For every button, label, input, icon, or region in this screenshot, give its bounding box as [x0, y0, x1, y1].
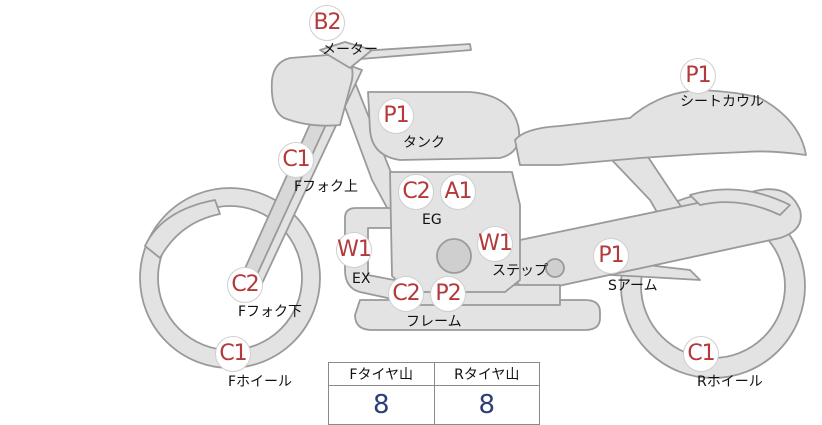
seat-cowl-label: シートカウル	[680, 94, 764, 110]
meter-label: メーター	[322, 42, 378, 58]
front-wheel-label: Fホイール	[228, 374, 293, 390]
rear-wheel-code-marker: C1	[683, 336, 719, 372]
swing-arm-code-marker: P1	[593, 238, 629, 274]
meter-shape	[319, 41, 373, 69]
exhaust-code: W1	[337, 237, 372, 262]
meter-code-marker: B2	[309, 5, 345, 41]
exhaust-code-marker: W1	[336, 232, 372, 268]
frame-code-1: C2	[392, 281, 420, 306]
frame-code-marker-1: C2	[388, 276, 424, 312]
tank-code-marker: P1	[378, 98, 414, 134]
seat-cowl-code-marker: P1	[680, 58, 716, 94]
step-code-marker: W1	[477, 226, 513, 262]
exhaust-label: EX	[352, 271, 371, 287]
front-wheel-code-marker: C1	[215, 336, 251, 372]
seat-cowl-code: P1	[685, 63, 711, 88]
engine-code-2: A1	[444, 179, 472, 204]
fork-lower-code-marker: C2	[227, 267, 263, 303]
swing-arm-label: Sアーム	[608, 278, 658, 294]
engine-code-marker-1: C2	[398, 174, 434, 210]
engine-label: EG	[422, 212, 442, 228]
rear-wheel-label: Rホイール	[697, 374, 763, 390]
front-tread-value: 8	[328, 385, 435, 425]
swing-arm-code: P1	[598, 243, 624, 268]
frame-code-marker-2: P2	[430, 276, 466, 312]
tank-code: P1	[383, 103, 409, 128]
engine-code-marker-2: A1	[440, 174, 476, 210]
fork-upper-code: C1	[282, 147, 310, 172]
frame-code-2: P2	[435, 281, 461, 306]
engine-code-1: C2	[402, 179, 430, 204]
step-code: W1	[478, 231, 513, 256]
fork-upper-label: Fフォク上	[294, 179, 359, 195]
front-fender-shape	[144, 199, 221, 259]
front-tread-header: Fタイヤ山	[328, 362, 435, 386]
tank-label: タンク	[403, 135, 445, 151]
step-label: ステップ	[492, 263, 548, 279]
meter-code: B2	[313, 10, 341, 35]
fork-upper-code-marker: C1	[278, 142, 314, 178]
rear-tread-header: Rタイヤ山	[433, 362, 540, 386]
rear-tread-value: 8	[433, 385, 540, 425]
headlight-shape	[270, 53, 354, 127]
fork-lower-label: Fフォク下	[238, 304, 303, 320]
rear-wheel-code: C1	[687, 341, 715, 366]
seat-cowl-shape	[514, 89, 807, 166]
frame-label: フレーム	[406, 314, 462, 330]
tire-tread-table: Fタイヤ山 Rタイヤ山 8 8	[328, 362, 540, 425]
front-wheel-code: C1	[219, 341, 247, 366]
fork-lower-code: C2	[231, 272, 259, 297]
